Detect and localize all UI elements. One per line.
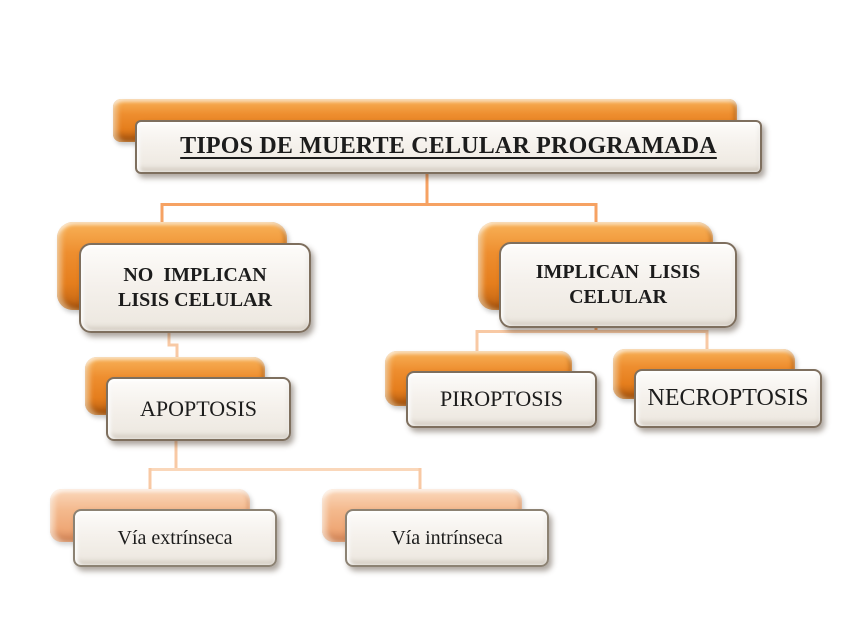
via-extrinseca-panel: Vía extrínseca [73, 509, 277, 567]
via-intrinseca-panel: Vía intrínseca [345, 509, 549, 567]
via-intrinseca-label: Vía intrínseca [391, 526, 503, 549]
via-extrinseca-label: Vía extrínseca [117, 526, 233, 549]
piroptosis-label: PIROPTOSIS [439, 386, 564, 412]
root-panel: TIPOS DE MUERTE CELULAR PROGRAMADA [135, 120, 762, 174]
apoptosis-label: APOPTOSIS [140, 395, 257, 421]
piroptosis-panel: PIROPTOSIS [406, 371, 597, 428]
lisis-panel: IMPLICAN LISIS CELULAR [499, 242, 737, 328]
necroptosis-label: NECROPTOSIS [647, 384, 809, 411]
no-lisis-panel: NO IMPLICAN LISIS CELULAR [79, 243, 311, 333]
root-label: TIPOS DE MUERTE CELULAR PROGRAMADA [180, 133, 717, 160]
apoptosis-panel: APOPTOSIS [106, 377, 291, 441]
no-lisis-label: NO IMPLICAN LISIS CELULAR [118, 264, 272, 311]
necroptosis-panel: NECROPTOSIS [634, 369, 822, 428]
lisis-label: IMPLICAN LISIS CELULAR [535, 261, 701, 308]
